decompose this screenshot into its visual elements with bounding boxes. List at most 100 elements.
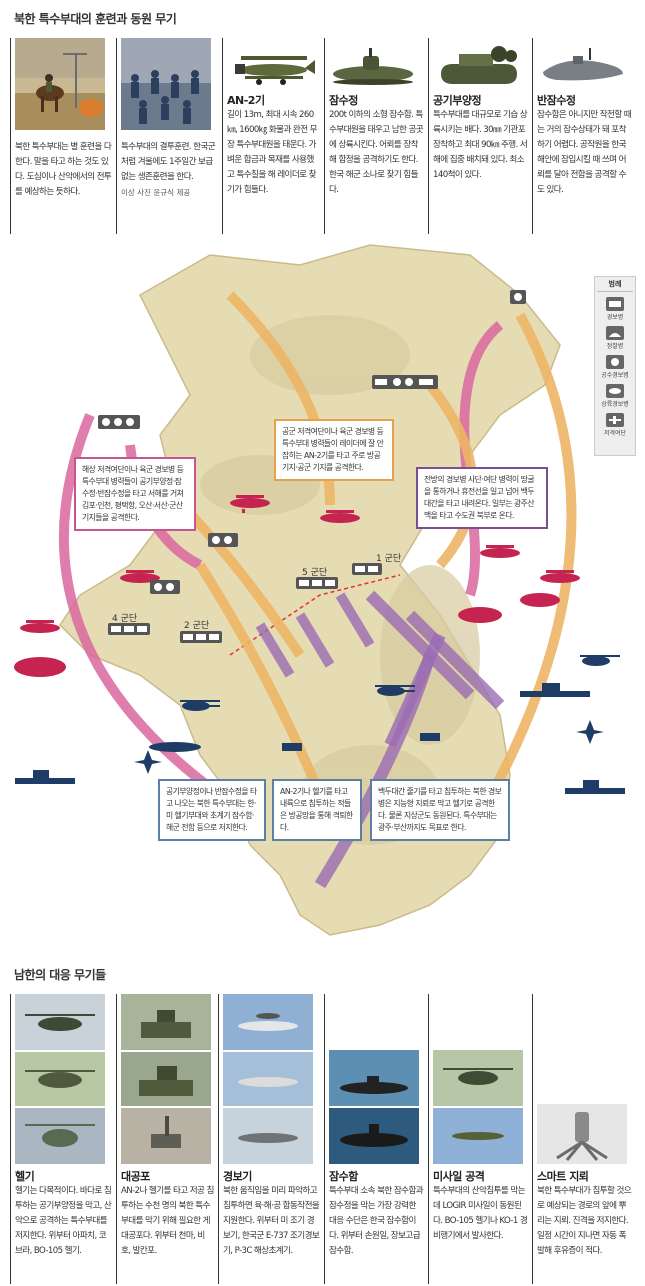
helicopter-text: 헬기는 다목적이다. 바다로 침투하는 공기부양정을 막고, 산악으로 공격하는… xyxy=(15,1186,112,1256)
an2-title: AN-2기 xyxy=(227,94,265,107)
friendly-helicopter-3 xyxy=(580,655,620,666)
unit-icon-4th-corps xyxy=(108,623,150,635)
unit-label-1st-corps: 1 군단 xyxy=(376,554,402,564)
top-column-semi-submarine: 반잠수정 잠수함은 아니지만 작전할 때는 거의 잠수상태가 돼 포착하기 어렵… xyxy=(532,38,636,234)
submarine-title: 잠수정 xyxy=(329,94,358,107)
friendly-warship-1 xyxy=(15,770,75,784)
bottom-section-title: 남한의 대응 무기들 xyxy=(14,968,106,982)
anti-aircraft-photos xyxy=(121,994,211,1164)
unit-label-5th-corps: 5 군단 xyxy=(302,568,328,578)
unit-label-4th-corps: 4 군단 xyxy=(112,614,138,624)
anti-aircraft-title: 대공포 xyxy=(121,1170,150,1183)
top-column-submarine: 잠수정 200t 이하의 소형 잠수함. 특수부대원을 태우고 남한 공곳에 상… xyxy=(324,38,428,234)
enemy-an2-1 xyxy=(230,495,270,513)
bottom-column-submarine: 잠수함 특수부대 소속 북한 잠수함과 잠수정을 막는 가장 강력한 대응 수단… xyxy=(324,994,428,1284)
purple-arrow-6 xyxy=(295,612,335,668)
top-section-title: 북한 특수부대의 훈련과 동원 무기 xyxy=(14,12,177,26)
combat-training-text: 특수부대의 결투훈련. 한국군처럼 겨울에도 1주일간 보급없는 생존훈련을 한… xyxy=(121,142,216,182)
enemy-an2-4 xyxy=(20,620,60,633)
horse-training-photo xyxy=(15,38,105,130)
smart-mine-title: 스마트 지뢰 xyxy=(537,1170,589,1183)
semi-submarine-image xyxy=(537,38,627,90)
semi-submarine-text: 잠수함은 아니지만 작전할 때는 거의 잠수상태가 돼 포착하기 어렵다. 공작… xyxy=(537,110,632,195)
bottom-column-helicopter: 헬기 헬기는 다목적이다. 바다로 침투하는 공기부양정을 막고, 산악으로 공… xyxy=(10,994,116,1284)
unit-icon-5th-corps xyxy=(296,577,338,589)
light-infantry-icon xyxy=(606,297,624,311)
enemy-hovercraft-2 xyxy=(520,593,560,607)
callout-air-infiltration: 공군 저격여단이나 육군 경보병 등 특수부대 병력들이 레이더에 잘 안 잡히… xyxy=(274,419,394,481)
top-column-hovercraft: 공기부양정 특수부대를 대규모로 기습 상륙시키는 배다. 30㎜ 기관포 장착… xyxy=(428,38,532,234)
map-svg xyxy=(14,244,625,936)
korean-peninsula-land xyxy=(59,244,561,936)
enemy-an2-2 xyxy=(320,510,360,523)
friendly-tank-1 xyxy=(282,743,302,751)
enemy-hovercraft-1 xyxy=(14,657,66,677)
unit-icon-1st-corps xyxy=(352,563,382,575)
infiltration-icon-box-central xyxy=(208,533,238,547)
parachute-icon xyxy=(606,355,624,369)
callout-front-line-infiltration: 전방의 경보병 사단·여단 병력이 땅굴을 통하거나 휴전선을 일고 넘어 백두… xyxy=(416,467,548,529)
infiltration-icon-box-north xyxy=(372,375,438,389)
helicopter-photos xyxy=(15,994,105,1164)
photo-credit: 이상 사진 윤규식 제공 xyxy=(121,188,191,197)
amphibious-icon xyxy=(606,384,624,398)
top-column-an2: AN-2기 길이 13m, 최대 시속 260㎞, 1600㎏ 화물과 완전 무… xyxy=(222,38,324,234)
submarine-text: 200t 이하의 소형 잠수함. 특수부대원을 태우고 남한 공곳에 상륙시킨다… xyxy=(329,110,424,195)
callout-sea-defense: 공기부양정이나 반잠수정을 타고 나오는 북한 특수부대는 한·미 헬기부대와 … xyxy=(158,779,266,841)
friendly-helicopter-2 xyxy=(375,685,415,696)
purple-arrow-2 xyxy=(405,610,505,710)
friendly-aircraft-1 xyxy=(134,750,162,774)
top-column-combat-training: 특수부대의 결투훈련. 한국군처럼 겨울에도 1주일간 보급없는 생존훈련을 한… xyxy=(116,38,222,234)
unit-icon-2nd-corps xyxy=(180,631,222,643)
korean-submarine-text: 특수부대 소속 북한 잠수함과 잠수정을 막는 가장 강력한 대응 수단은 한국… xyxy=(329,1186,424,1256)
combat-training-photo xyxy=(121,38,211,130)
sniper-icon xyxy=(606,413,624,427)
top-column-horse-training: 북한 특수부대는 별 훈련을 다한다. 말을 타고 하는 것도 있다. 도심이나… xyxy=(10,38,116,234)
callout-air-defense: AN-2기나 헬기를 타고 내륙으로 침투하는 적들은 방공망을 통해 격퇴한다… xyxy=(272,779,362,841)
enemy-an2-5 xyxy=(480,545,520,558)
bottom-column-missile: 미사일 공격 특수부대의 산악침투를 막는데 LOGIR 미사일이 동원된다. … xyxy=(428,994,532,1284)
legend-item-recon: 정찰병 xyxy=(597,326,633,350)
early-warning-title: 경보기 xyxy=(223,1170,252,1183)
friendly-helicopter-1 xyxy=(180,700,220,711)
smart-mine-text: 북한 특수부대가 침투할 것으로 예상되는 경로의 앞에 뿌리는 지뢰. 진격을… xyxy=(537,1186,632,1256)
an2-text: 길이 13m, 최대 시속 260㎞, 1600㎏ 화물과 완전 무장 특수부대… xyxy=(227,110,318,195)
unit-label-2nd-corps: 2 군단 xyxy=(184,621,210,631)
orange-arrow-south xyxy=(195,562,325,797)
semi-submarine-title: 반잠수정 xyxy=(537,94,576,107)
friendly-warship-3 xyxy=(565,780,625,794)
infiltration-icon-box-northeast xyxy=(510,290,526,304)
orange-arrow-east xyxy=(475,312,577,818)
top-weapons-row: 북한 특수부대는 별 훈련을 다한다. 말을 타고 하는 것도 있다. 도심이나… xyxy=(10,38,636,234)
legend-title: 범례 xyxy=(597,279,633,292)
anti-aircraft-text: AN-2나 헬기를 타고 저공 침투하는 수천 명의 북한 특수부대를 막기 위… xyxy=(121,1186,214,1256)
purple-arrow-5 xyxy=(255,622,295,678)
dmz-line xyxy=(229,574,401,656)
korea-infiltration-map: 5 군단 1 군단 4 군단 2 군단 해상 저격여단이나 육군 경보병 등 특… xyxy=(0,235,645,955)
bottom-column-early-warning: 경보기 북한 움직임을 미리 파악하고 침투하면 육·해·공 합동작전을 지원한… xyxy=(218,994,324,1284)
korean-submarine-photos xyxy=(329,1050,419,1220)
missile-attack-photos xyxy=(433,1050,523,1164)
early-warning-text: 북한 움직임을 미리 파악하고 침투하면 육·해·공 합동작전을 지원한다. 위… xyxy=(223,1186,320,1256)
enemy-aircraft-group xyxy=(14,495,580,677)
horse-training-text: 북한 특수부대는 별 훈련을 다한다. 말을 타고 하는 것도 있다. 도심이나… xyxy=(15,142,112,197)
friendly-tank-2 xyxy=(420,733,440,741)
infiltration-icon-box-west-mid xyxy=(150,580,180,594)
hovercraft-text: 특수부대를 대규모로 기습 상륙시키는 배다. 30㎜ 기관포 장착하고 최대 … xyxy=(433,110,528,180)
early-warning-photos xyxy=(223,994,313,1164)
missile-text: 특수부대의 산악침투를 막는데 LOGIR 미사일이 동원된다. BO-105 … xyxy=(433,1186,528,1241)
legend-item-light-infantry: 경보병 xyxy=(597,297,633,321)
bottom-column-smart-mine: 스마트 지뢰 북한 특수부대가 침투할 것으로 예상되는 경로의 앞에 뿌리는 … xyxy=(532,994,636,1284)
friendly-warship-2 xyxy=(520,683,590,697)
friendly-forces-group xyxy=(15,655,625,794)
callout-ground-defense: 백두대간 줄기를 타고 침투하는 북한 경보병은 지능형 지뢰로 막고 헬기로 … xyxy=(370,779,510,841)
an2-aircraft-image xyxy=(227,38,317,90)
map-legend: 범례 경보병 정찰병 공수경보병 상륙경보병 저격여단 xyxy=(594,276,636,456)
enemy-an2-6 xyxy=(540,570,580,583)
enemy-submarine-1 xyxy=(458,607,502,623)
infiltration-icon-box-west xyxy=(98,415,140,429)
helicopter-title: 헬기 xyxy=(15,1170,35,1183)
missile-title: 미사일 공격 xyxy=(433,1170,485,1183)
legend-item-airborne: 공수경보병 xyxy=(597,355,633,379)
smart-mine-photo xyxy=(537,1104,627,1164)
